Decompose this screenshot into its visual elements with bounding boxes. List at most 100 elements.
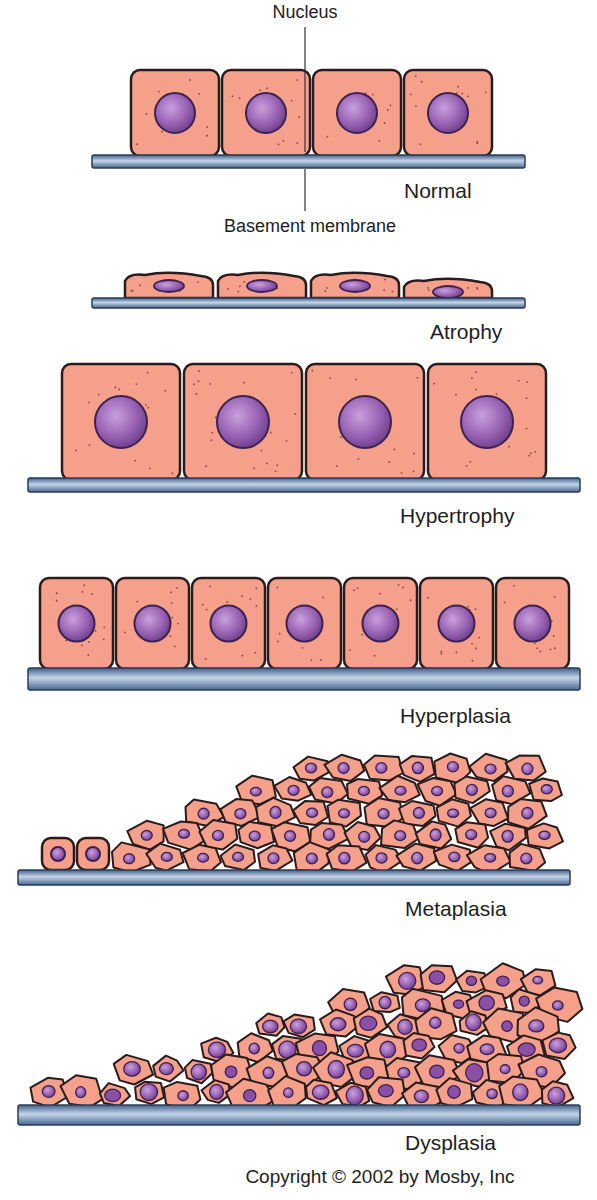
nucleus	[307, 808, 318, 817]
cytoplasm-dot	[388, 461, 390, 463]
cytoplasm-dot	[526, 428, 528, 430]
cytoplasm-dot	[253, 467, 255, 469]
cytoplasm-dot	[467, 287, 469, 289]
nucleus	[263, 1020, 278, 1033]
nucleus	[378, 1085, 393, 1097]
cytoplasm-dot	[241, 655, 243, 657]
nucleus	[428, 93, 468, 133]
cell	[320, 1010, 358, 1037]
cytoplasm-dot	[427, 597, 429, 599]
cytoplasm-dot	[135, 383, 137, 385]
cytoplasm-dot	[276, 464, 278, 466]
cytoplasm-dot	[83, 584, 85, 586]
cytoplasm-dot	[283, 140, 285, 142]
cytoplasm-dot	[232, 95, 234, 97]
cytoplasm-dot	[237, 291, 239, 293]
row-label: Metaplasia	[405, 897, 507, 921]
cytoplasm-dot	[243, 382, 245, 384]
nucleus	[447, 762, 458, 772]
cell	[366, 845, 403, 873]
nucleus	[270, 806, 281, 818]
nucleus	[51, 847, 65, 861]
nucleus	[105, 1089, 121, 1101]
cytoplasm-dot	[176, 587, 178, 589]
cytoplasm-dot	[410, 599, 412, 601]
basement-membrane	[92, 298, 525, 308]
cytoplasm-dot	[526, 397, 528, 399]
cytoplasm-dot	[296, 79, 298, 81]
cytoplasm-dot	[211, 432, 213, 434]
nucleus	[338, 763, 349, 774]
cytoplasm-dot	[416, 377, 418, 379]
cytoplasm-dot	[518, 380, 520, 382]
cytoplasm-dot	[469, 461, 471, 463]
nucleus	[287, 606, 323, 642]
nucleus	[124, 1062, 141, 1077]
cytoplasm-dot	[255, 605, 257, 607]
cell	[506, 756, 546, 781]
cell	[256, 798, 295, 826]
nucleus	[312, 1085, 329, 1099]
nucleus	[360, 1067, 374, 1079]
cell	[313, 70, 401, 156]
nucleus	[76, 1087, 86, 1098]
cytoplasm-dot	[475, 647, 477, 649]
nucleus	[161, 852, 172, 861]
nucleus	[198, 853, 209, 862]
cell	[77, 838, 109, 870]
nucleus	[449, 852, 460, 861]
nucleus	[59, 606, 95, 642]
nucleus	[529, 1020, 544, 1032]
cytoplasm-dot	[88, 402, 90, 404]
nucleus	[548, 1087, 565, 1104]
nucleus	[398, 1019, 412, 1034]
row-label: Hyperplasia	[400, 704, 511, 728]
cytoplasm-dot	[243, 281, 245, 283]
cytoplasm-dot	[202, 604, 204, 606]
cytoplasm-dot	[311, 659, 313, 661]
cytoplasm-dot	[324, 290, 326, 292]
cell	[222, 70, 310, 156]
cytoplasm-dot	[383, 289, 385, 291]
cytoplasm-dot	[296, 142, 298, 144]
cytoplasm-dot	[266, 87, 268, 89]
cytoplasm-dot	[461, 93, 463, 95]
nucleus	[285, 831, 296, 842]
cytoplasm-dot	[475, 389, 477, 391]
cell	[31, 1078, 69, 1108]
cell	[404, 279, 492, 298]
cytoplasm-dot	[390, 104, 392, 106]
nucleus	[432, 786, 443, 795]
cytoplasm-dot	[278, 144, 280, 146]
cytoplasm-dot	[241, 595, 243, 597]
nucleus	[466, 830, 477, 840]
nucleus	[380, 1041, 395, 1057]
cytoplasm-dot	[336, 465, 338, 467]
nucleus	[86, 847, 100, 861]
nucleus	[306, 853, 317, 864]
cell	[529, 779, 562, 802]
cell	[258, 845, 292, 870]
cytoplasm-dot	[294, 413, 296, 415]
nucleus	[154, 280, 184, 292]
cell	[283, 1014, 314, 1037]
cytoplasm-dot	[475, 608, 477, 610]
cytoplasm-dot	[158, 91, 160, 93]
cell	[268, 1076, 306, 1108]
part-label: Basement membrane	[224, 216, 396, 237]
nucleus	[339, 396, 391, 448]
cell	[421, 965, 457, 992]
cytoplasm-dot	[401, 472, 403, 474]
cytoplasm-dot	[226, 601, 228, 603]
cytoplasm-dot	[270, 432, 272, 434]
cell	[184, 364, 302, 480]
cytoplasm-dot	[554, 596, 556, 598]
cytoplasm-dot	[392, 291, 394, 293]
cytoplasm-dot	[149, 467, 151, 469]
cytoplasm-dot	[259, 89, 261, 91]
cytoplasm-dot	[103, 638, 105, 640]
cytoplasm-dot	[355, 379, 357, 381]
cytoplasm-dot	[421, 81, 423, 83]
nucleus	[414, 1090, 428, 1102]
cytoplasm-dot	[172, 472, 174, 474]
